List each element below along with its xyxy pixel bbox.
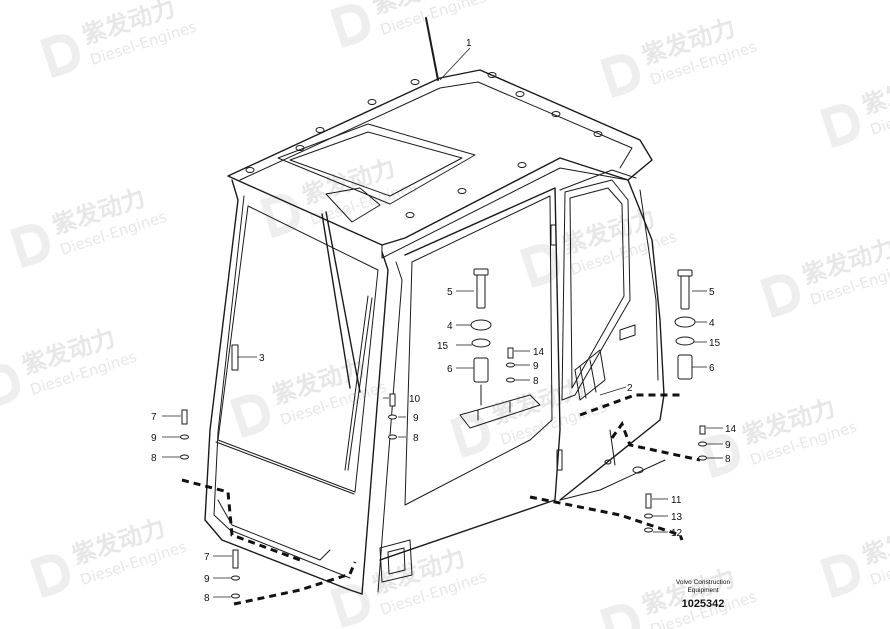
- callout-15-center: 15: [437, 341, 449, 352]
- watermark-logo: [330, 4, 371, 49]
- leader-lines: [162, 47, 723, 598]
- callout-8-left-upper: 8: [151, 453, 157, 464]
- callout-8-mid: 8: [533, 376, 539, 387]
- callout-4-center: 4: [447, 321, 453, 332]
- callout-12: 12: [671, 528, 683, 539]
- watermark-logo: [30, 554, 71, 599]
- watermark-logo: [760, 274, 801, 319]
- callout-15-right: 15: [709, 338, 721, 349]
- mount-dashed-outlines: [181, 393, 701, 606]
- callout-14-rear: 14: [725, 424, 737, 435]
- callout-6-center: 6: [447, 364, 453, 375]
- watermark-logo: [450, 414, 491, 459]
- drawing-footer: Volvo Construction Equipment 1025342: [648, 579, 758, 610]
- callout-7-left-upper: 7: [151, 412, 157, 423]
- watermark-logo: [600, 54, 641, 99]
- callout-13: 13: [671, 512, 683, 523]
- brand-line-2: Equipment: [687, 587, 719, 594]
- watermark-brand-cn: 紫发动力: [859, 64, 890, 120]
- callout-9-left-lower: 9: [204, 574, 210, 585]
- bolt-stack-left-upper: [180, 409, 189, 460]
- callout-14-mid: 14: [533, 347, 545, 358]
- watermark-logo: [520, 244, 561, 289]
- watermark-logo: [700, 434, 741, 479]
- watermark-logo: [330, 584, 371, 629]
- watermark-logo: [820, 104, 861, 149]
- callout-8-front: 8: [413, 433, 419, 444]
- callout-1: 1: [466, 38, 472, 49]
- drawing-reference-number: 1025342: [681, 598, 725, 610]
- callout-9-mid: 9: [533, 361, 539, 372]
- callout-8-rear: 8: [725, 454, 731, 465]
- bolt-stack-mid: [506, 347, 515, 383]
- callout-7-left-lower: 7: [204, 552, 210, 563]
- watermark-brand-cn: 紫发动力: [859, 514, 890, 570]
- callout-4-right: 4: [709, 318, 715, 329]
- bolt-stack-front: [388, 393, 397, 440]
- callout-9-rear: 9: [725, 440, 731, 451]
- callout-5-center: 5: [447, 287, 453, 298]
- bolt-stack-lower-right: [644, 493, 653, 533]
- callout-9-front: 9: [413, 413, 419, 424]
- watermark-logo: [10, 224, 51, 269]
- watermark-logo: [230, 394, 271, 439]
- callout-10-front: 10: [409, 394, 421, 405]
- callout-labels: 1 2 3 5 4 15 6 5 4 15 6 7 9 8 7 9 8 10 9…: [151, 38, 737, 604]
- watermark-logo: [600, 604, 641, 629]
- mount-stack-right: [674, 269, 696, 380]
- bolt-stack-left-lower: [231, 549, 240, 599]
- callout-9-left-upper: 9: [151, 433, 157, 444]
- watermark-logo: [0, 364, 21, 409]
- watermark-logo: [820, 554, 861, 599]
- callout-2: 2: [627, 383, 633, 394]
- brand-line-1: Volvo Construction: [675, 579, 731, 586]
- cab-body: [204, 17, 666, 595]
- callout-3: 3: [259, 353, 265, 364]
- callout-8-left-lower: 8: [204, 593, 210, 604]
- watermark-logo: [40, 34, 81, 79]
- callout-5-right: 5: [709, 287, 715, 298]
- bolt-stack-rear: [698, 425, 707, 461]
- mount-stack-center: [470, 268, 492, 406]
- callout-6-right: 6: [709, 363, 715, 374]
- callout-11: 11: [671, 495, 682, 506]
